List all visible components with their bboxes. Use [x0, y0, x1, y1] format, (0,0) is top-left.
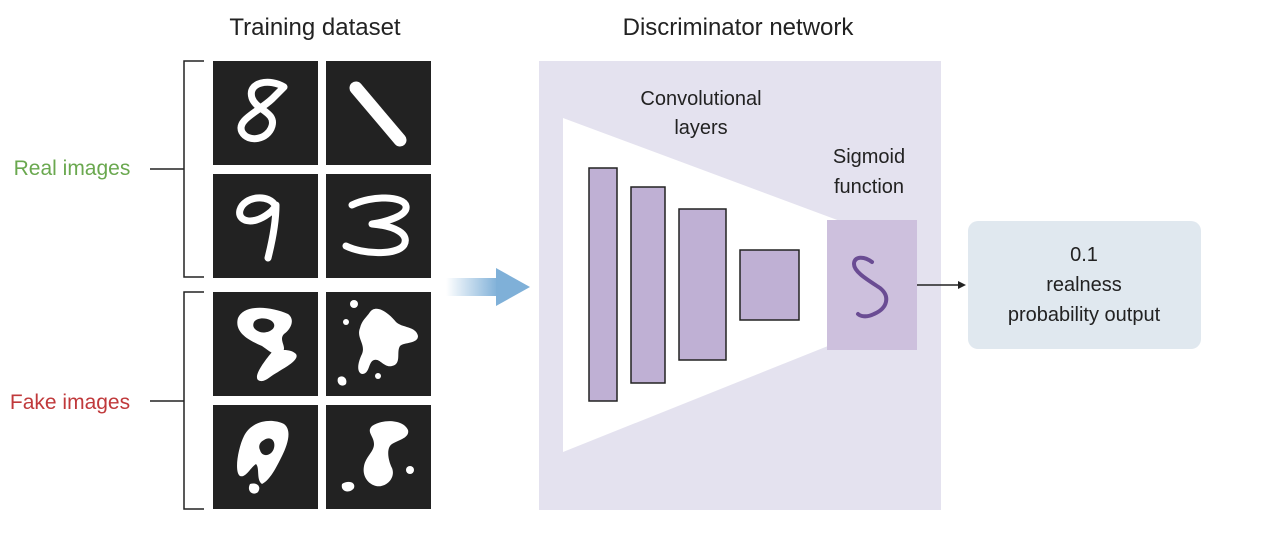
- fake-bracket: [183, 291, 204, 510]
- fake-blob-1-icon: [237, 307, 297, 382]
- fake-images-label: Fake images: [10, 391, 130, 414]
- discriminator-network-title: Discriminator network: [623, 14, 855, 41]
- real-image-tiles: [213, 61, 431, 278]
- sigmoid-label-line1: Sigmoid: [833, 146, 905, 168]
- fake-image-tiles: [213, 292, 431, 509]
- conv-layer-4: [739, 249, 800, 321]
- digit-9-icon: [236, 194, 280, 262]
- output-label-line2: realness: [1046, 274, 1122, 296]
- digit-tile-9: [213, 174, 318, 278]
- digit-8-icon: [237, 78, 288, 143]
- output-box: [968, 221, 1201, 349]
- fake-blob-3-icon: [237, 420, 289, 494]
- digit-1-icon: [349, 81, 407, 147]
- output-label-line3: probability output: [1008, 304, 1161, 326]
- output-value: 0.1: [1070, 244, 1098, 266]
- conv-layer-2: [630, 186, 666, 384]
- flow-arrow-icon: [446, 268, 530, 306]
- digit-3-icon: [342, 194, 410, 257]
- real-images-label: Real images: [14, 157, 131, 180]
- fake-blob-4-icon: [341, 421, 414, 492]
- conv-layers-label-line1: Convolutional: [640, 88, 761, 110]
- conv-layer-1: [588, 167, 618, 402]
- conv-layers-label-line2: layers: [674, 117, 727, 139]
- conv-layer-3: [678, 208, 727, 361]
- sigmoid-label-line2: function: [834, 176, 904, 198]
- real-bracket: [183, 60, 204, 278]
- conv-layers: [588, 167, 800, 402]
- fake-blob-2-icon: [337, 300, 418, 386]
- training-dataset-title: Training dataset: [229, 14, 401, 41]
- output-arrowhead-icon: [958, 281, 966, 289]
- sigmoid-curve-icon: [851, 255, 889, 319]
